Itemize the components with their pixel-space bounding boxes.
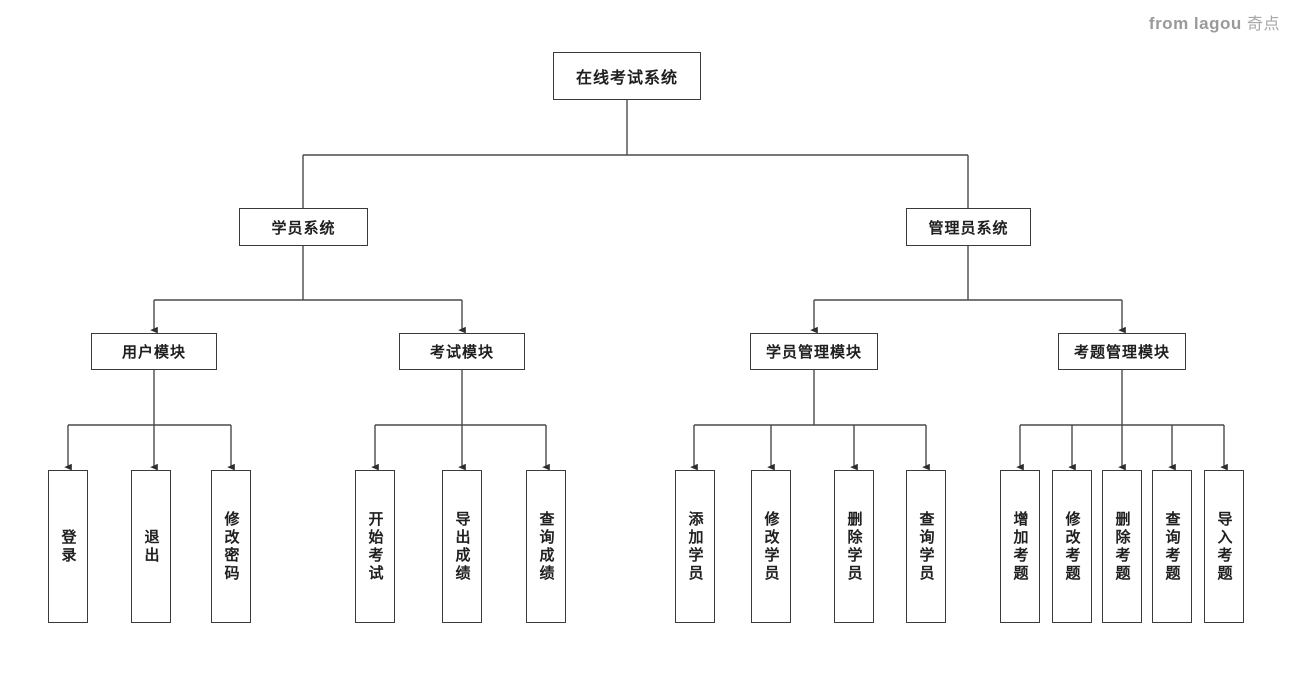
leaf-logout[interactable]: 退出	[131, 470, 171, 623]
node-label: 学员系统	[271, 219, 336, 237]
leaf-edit-question[interactable]: 修改考题	[1052, 470, 1092, 623]
node-student-system[interactable]: 学员系统	[239, 208, 368, 246]
leaf-query-scores[interactable]: 查询成绩	[526, 470, 566, 623]
leaf-label: 导出成绩	[453, 510, 471, 583]
leaf-label: 查询成绩	[537, 510, 555, 583]
node-user-module[interactable]: 用户模块	[91, 333, 217, 370]
node-exam-module[interactable]: 考试模块	[399, 333, 525, 370]
leaf-label: 添加学员	[686, 510, 704, 583]
watermark-suffix: 奇点	[1246, 16, 1280, 33]
leaf-export-scores[interactable]: 导出成绩	[442, 470, 482, 623]
leaf-label: 导入考题	[1215, 510, 1233, 583]
node-admin-system[interactable]: 管理员系统	[906, 208, 1031, 246]
leaf-delete-student[interactable]: 删除学员	[834, 470, 874, 623]
leaf-add-question[interactable]: 增加考题	[1000, 470, 1040, 623]
leaf-label: 开始考试	[366, 510, 384, 583]
leaf-label: 修改学员	[762, 510, 780, 583]
leaf-query-student[interactable]: 查询学员	[906, 470, 946, 623]
leaf-start-exam[interactable]: 开始考试	[355, 470, 395, 623]
leaf-login[interactable]: 登录	[48, 470, 88, 623]
leaf-query-question[interactable]: 查询考题	[1152, 470, 1192, 623]
node-student-admin-module[interactable]: 学员管理模块	[750, 333, 878, 370]
leaf-label: 修改密码	[222, 510, 240, 583]
leaf-label: 查询考题	[1163, 510, 1181, 583]
leaf-delete-question[interactable]: 删除考题	[1102, 470, 1142, 623]
leaf-label: 登录	[59, 528, 77, 565]
watermark: from lagou 奇点	[1149, 10, 1280, 34]
leaf-label: 增加考题	[1011, 510, 1029, 583]
leaf-label: 删除考题	[1113, 510, 1131, 583]
node-label: 考题管理模块	[1073, 344, 1170, 361]
node-label: 用户模块	[121, 344, 186, 361]
watermark-prefix: from lagou	[1148, 14, 1242, 33]
node-label: 管理员系统	[928, 219, 1009, 237]
leaf-label: 删除学员	[845, 510, 863, 583]
node-label: 在线考试系统	[575, 70, 678, 87]
leaf-label: 查询学员	[917, 510, 935, 583]
node-root-online-exam-system[interactable]: 在线考试系统	[553, 52, 701, 100]
leaf-label: 退出	[142, 528, 160, 565]
leaf-label: 修改考题	[1063, 510, 1081, 583]
leaf-import-question[interactable]: 导入考题	[1204, 470, 1244, 623]
leaf-add-student[interactable]: 添加学员	[675, 470, 715, 623]
node-label: 考试模块	[429, 344, 494, 361]
node-label: 学员管理模块	[765, 344, 862, 361]
node-question-admin-module[interactable]: 考题管理模块	[1058, 333, 1186, 370]
leaf-change-password[interactable]: 修改密码	[211, 470, 251, 623]
leaf-edit-student[interactable]: 修改学员	[751, 470, 791, 623]
